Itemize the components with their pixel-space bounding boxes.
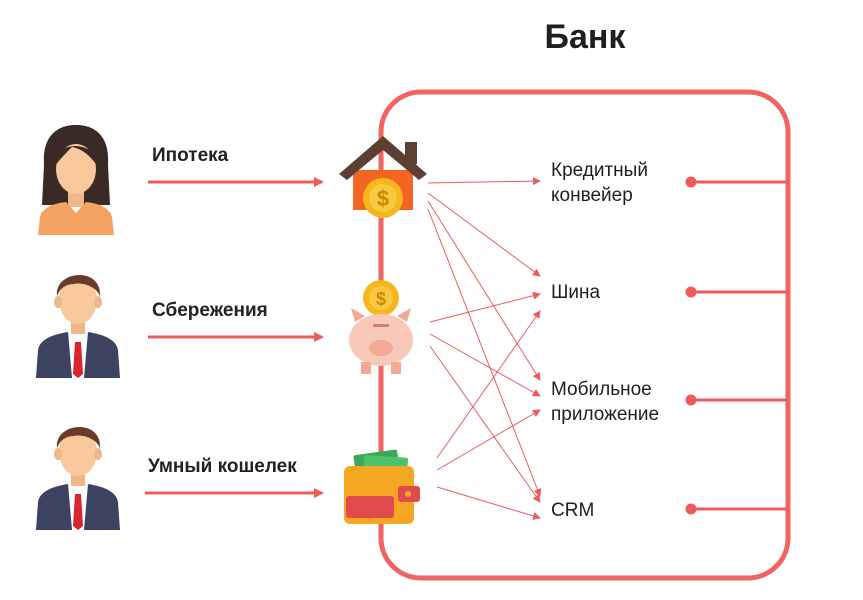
product-label-smart-wallet: Умный кошелек	[148, 456, 297, 477]
face	[59, 276, 97, 324]
system-label-credit-conveyor: Кредитный конвейер	[551, 160, 648, 206]
tie	[73, 494, 83, 530]
woman-customer-icon	[38, 125, 114, 235]
house-coin-icon: $	[339, 136, 427, 218]
coin-inner	[369, 184, 397, 212]
bank-title: Банк	[544, 18, 626, 56]
pig-snout	[369, 340, 393, 356]
man-customer-icon	[36, 274, 120, 378]
connector-dot	[685, 176, 697, 188]
ear	[54, 448, 62, 460]
arrow-wallet-mobile	[436, 409, 541, 471]
ear	[94, 448, 102, 460]
ear	[94, 296, 102, 308]
arrow-piggy-mobile	[429, 333, 541, 397]
pig-leg	[361, 362, 371, 374]
connector-dot	[685, 286, 697, 298]
dollar-sign: $	[377, 186, 389, 211]
pig-ear	[351, 308, 365, 322]
system-label-crm: CRM	[551, 500, 595, 521]
man-customer-icon	[36, 426, 120, 530]
tie	[73, 342, 83, 378]
arrow-house-crm	[427, 208, 542, 497]
arrow-piggy-bus	[429, 291, 541, 323]
face	[56, 144, 96, 194]
ear	[54, 296, 62, 308]
arrow-wallet-crm	[436, 486, 541, 520]
pig-leg	[391, 362, 401, 374]
system-label-bus: Шина	[551, 282, 601, 303]
product-label-savings: Сбережения	[152, 300, 268, 321]
pig-ear	[397, 308, 411, 322]
wallet-clasp	[405, 491, 411, 497]
piggy-bank-icon: $	[349, 280, 413, 374]
arrow-piggy-crm	[429, 345, 541, 503]
wallet-card	[346, 496, 394, 518]
arrow-house-credit	[427, 177, 541, 186]
dollar-sign: $	[376, 289, 386, 309]
system-label-mobile-app: Мобильное приложение	[551, 379, 660, 425]
neck	[68, 191, 84, 207]
product-label-mortgage: Ипотека	[152, 145, 229, 166]
arrow-house-bus	[427, 192, 541, 277]
connector-dot	[685, 394, 697, 406]
product-system-arrows	[427, 177, 542, 520]
face	[59, 428, 97, 476]
hair	[56, 426, 101, 448]
top	[38, 202, 114, 235]
wallet-icon	[344, 449, 420, 524]
hair	[56, 274, 101, 296]
customer-arrows	[145, 177, 324, 498]
coin-slot	[373, 324, 389, 327]
arrow-wallet-bus	[436, 310, 541, 459]
coin-inner	[369, 286, 393, 310]
hair-front	[53, 146, 98, 167]
arrow-house-mobile	[427, 200, 541, 381]
roof	[339, 136, 427, 180]
connector-dot	[685, 503, 697, 515]
system-connectors	[685, 176, 788, 515]
